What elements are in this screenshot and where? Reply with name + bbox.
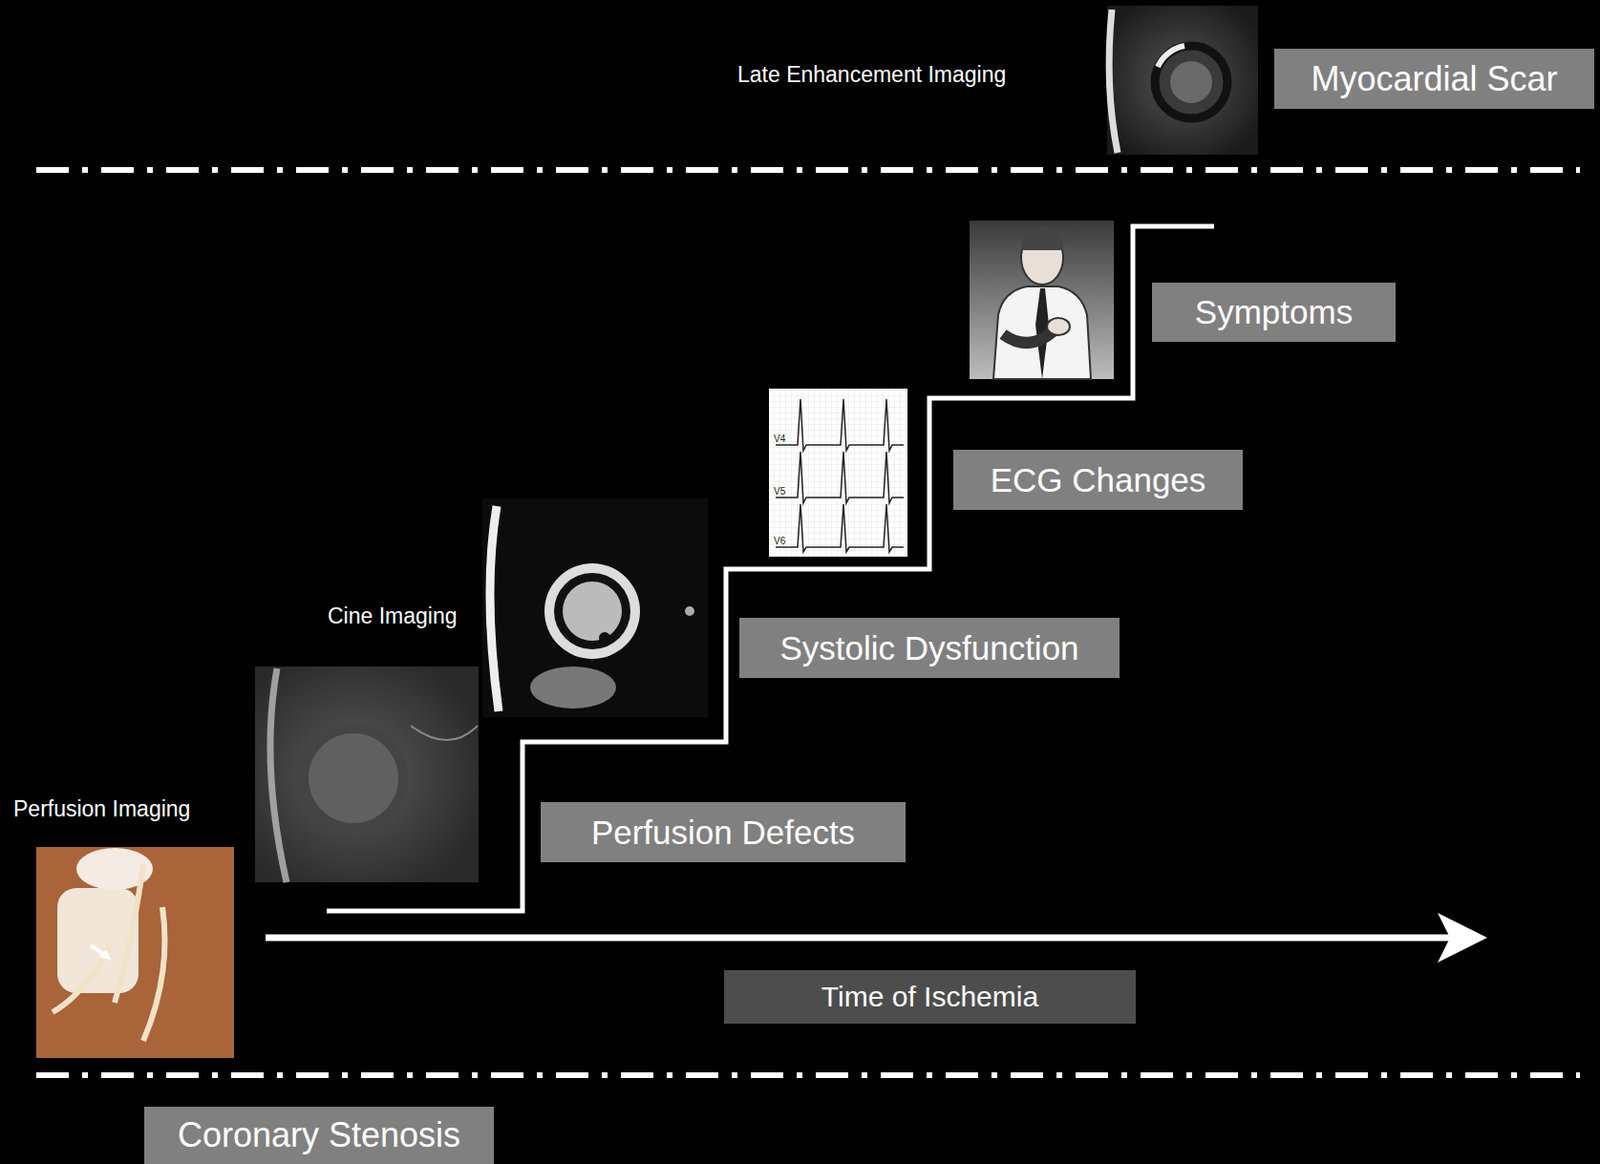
imaging-label: Cine Imaging	[327, 603, 458, 630]
stage-box: Time of Ischemia	[724, 970, 1136, 1024]
stage-label: Symptoms	[1194, 293, 1353, 332]
imaging-label: Perfusion Imaging	[13, 796, 191, 823]
stage-label: Systolic Dysfunction	[779, 629, 1079, 668]
coronary-ct-image	[36, 847, 235, 1059]
patient-symptom-image	[969, 220, 1114, 380]
stage-label: ECG Changes	[990, 461, 1207, 500]
stage-label: Perfusion Defects	[591, 813, 855, 853]
stage-box: Symptoms	[1152, 282, 1396, 342]
arrow-head	[1437, 913, 1488, 963]
stage-label: Time of Ischemia	[821, 981, 1039, 1014]
stage-label: Myocardial Scar	[1310, 59, 1558, 100]
stage-box: Myocardial Scar	[1274, 48, 1595, 109]
stage-box: Systolic Dysfunction	[739, 618, 1120, 679]
lead-name: V5	[773, 486, 786, 497]
cine-mri-image	[482, 498, 708, 718]
separator-line	[36, 167, 1580, 173]
late-enhancement-image	[1107, 5, 1259, 155]
stage-box: ECG Changes	[953, 449, 1243, 511]
lead-name: V4	[773, 433, 786, 445]
time-axis	[265, 935, 1462, 942]
imaging-label: Late Enhancement Imaging	[737, 62, 1006, 88]
stage-box: Coronary Stenosis	[144, 1107, 494, 1164]
separator-line	[36, 1072, 1580, 1079]
lead-name: V6	[773, 535, 786, 547]
stage-box: Perfusion Defects	[540, 802, 906, 863]
ecg-strip-image	[768, 388, 908, 557]
stage-label: Coronary Stenosis	[177, 1115, 461, 1156]
perfusion-mri-image	[255, 666, 479, 883]
